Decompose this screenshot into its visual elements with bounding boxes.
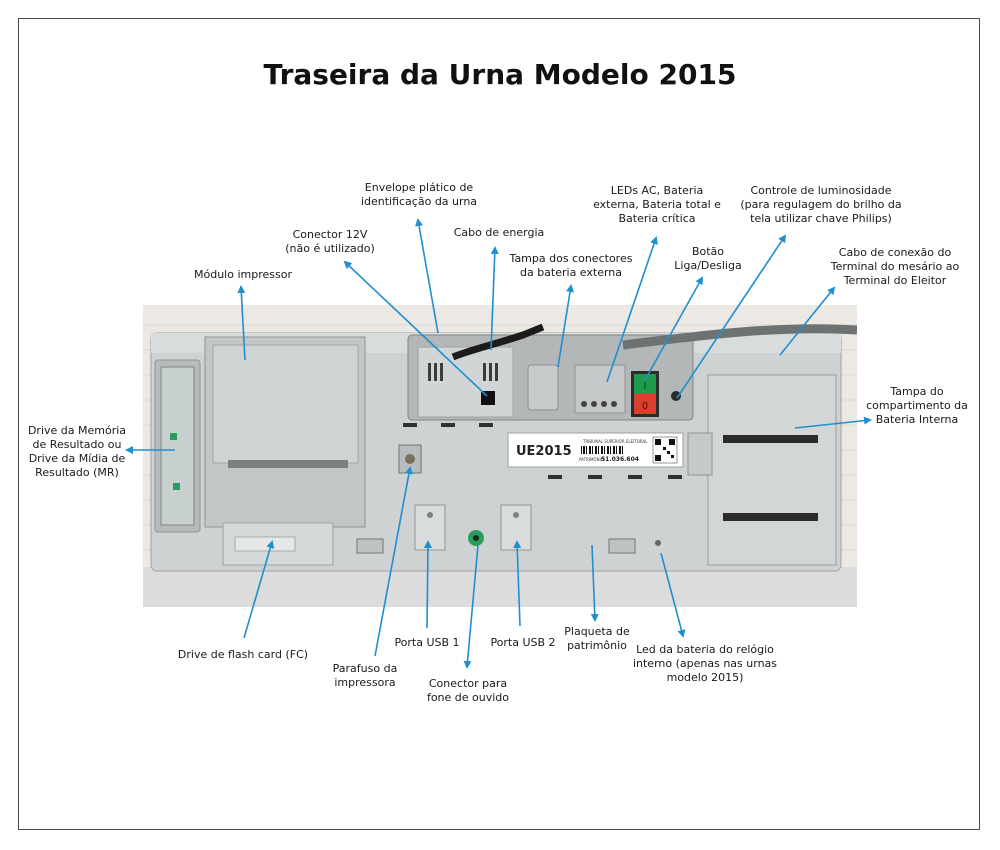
arrow-tampa-bateria — [794, 416, 872, 429]
arrow-conector-fone — [463, 544, 479, 669]
urna-back-photo: I 0 UE2015 TRIBUNAL SUPERIOR ELEITORAL P… — [143, 305, 857, 607]
patrimony-number-text: 51.036.604 — [601, 456, 639, 463]
arrow-usb1 — [423, 540, 432, 629]
label-plaqueta: Plaqueta de patrimônio — [564, 625, 630, 652]
patrimony-label-text: PATRIMÔNIO — [579, 457, 604, 462]
patrimony-header-text: TRIBUNAL SUPERIOR ELEITORAL — [582, 439, 648, 444]
patrimony-barcode — [581, 446, 623, 454]
luminosity-control — [671, 391, 681, 401]
label-drive-memoria: Drive da Memória de Resultado ou Drive d… — [27, 424, 127, 479]
memory-led-2 — [173, 483, 180, 490]
usb-port-2-screw — [513, 512, 519, 518]
arrow-modulo-impressor — [237, 285, 246, 361]
led-ac — [581, 401, 587, 407]
memory-drive-slot — [160, 366, 195, 526]
label-usb2: Porta USB 2 — [490, 636, 556, 649]
vent-slots-left — [428, 363, 498, 381]
label-tampa-bateria: Tampa do compartimento da Bateria Intern… — [866, 385, 968, 426]
arrow-leds — [606, 236, 658, 383]
terminal-cable — [622, 324, 857, 350]
power-off-symbol: 0 — [642, 401, 648, 412]
label-luminosidade: Controle de luminosidade (para regulagem… — [740, 184, 902, 225]
vent-slots-middle — [403, 423, 682, 479]
led-bateria-total — [601, 401, 607, 407]
label-led-bateria: Led da bateria do relógio interno (apena… — [632, 643, 778, 684]
led-bateria-externa — [591, 401, 597, 407]
printer-screw — [405, 454, 415, 464]
arrow-luminosidade — [676, 234, 787, 399]
label-cabo-energia: Cabo de energia — [453, 226, 545, 239]
memory-led-1 — [170, 433, 177, 440]
power-switch-off — [634, 394, 656, 414]
clock-battery-led — [655, 540, 661, 546]
patrimony-qrcode — [652, 436, 678, 464]
label-conector-12v: Conector 12V (não é utilizado) — [285, 228, 375, 255]
latch-right — [608, 538, 636, 554]
label-tampa-conectores: Tampa dos conectores da bateria externa — [509, 252, 633, 279]
arrow-plaqueta — [590, 544, 599, 622]
led-bateria-critica — [611, 401, 617, 407]
label-conector-fone: Conector para fone de ouvido — [426, 677, 510, 704]
label-usb1: Porta USB 1 — [394, 636, 460, 649]
arrow-led-bateria — [660, 552, 686, 638]
arrow-cabo-conexao — [779, 286, 836, 356]
label-drive-flash: Drive de flash card (FC) — [177, 648, 309, 661]
label-modulo-impressor: Módulo impressor — [194, 268, 292, 281]
arrow-botao — [644, 276, 703, 381]
arrow-envelope — [415, 218, 439, 334]
arrow-tampa-conectores — [557, 284, 574, 368]
arrow-conector-12v — [343, 260, 488, 397]
headphone-jack-hole — [473, 535, 479, 541]
diagram-title: Traseira da Urna Modelo 2015 — [263, 58, 737, 91]
printer-cover — [212, 344, 359, 464]
panel-code-text: UE2015 — [516, 444, 572, 459]
flash-card-slot — [234, 536, 296, 552]
battery-connector-cover — [527, 364, 559, 411]
power-connector-area — [417, 346, 514, 418]
usb-port-1-screw — [427, 512, 433, 518]
latch-left — [356, 538, 384, 554]
power-switch-on — [634, 374, 656, 394]
power-cable — [451, 323, 545, 361]
figure-frame — [18, 18, 980, 830]
arrow-parafuso — [374, 466, 413, 657]
arrow-drive-flash — [243, 540, 275, 639]
label-cabo-conexao: Cabo de conexão do Terminal do mesário a… — [830, 246, 960, 287]
label-parafuso: Parafuso da impressora — [332, 662, 398, 689]
internal-battery-cover — [707, 374, 837, 566]
label-leds: LEDs AC, Bateria externa, Bateria total … — [593, 184, 721, 225]
battery-cover-latch — [687, 432, 713, 476]
arrow-usb2 — [513, 540, 522, 627]
label-botao: Botão Liga/Desliga — [674, 245, 742, 272]
battery-cover-slot-1 — [723, 435, 818, 443]
power-on-symbol: I — [644, 381, 647, 392]
arrow-cabo-energia — [490, 246, 499, 351]
battery-cover-slot-2 — [723, 513, 818, 521]
label-envelope: Envelope plático de identificação da urn… — [360, 181, 478, 208]
printer-paper-slot — [228, 460, 348, 468]
